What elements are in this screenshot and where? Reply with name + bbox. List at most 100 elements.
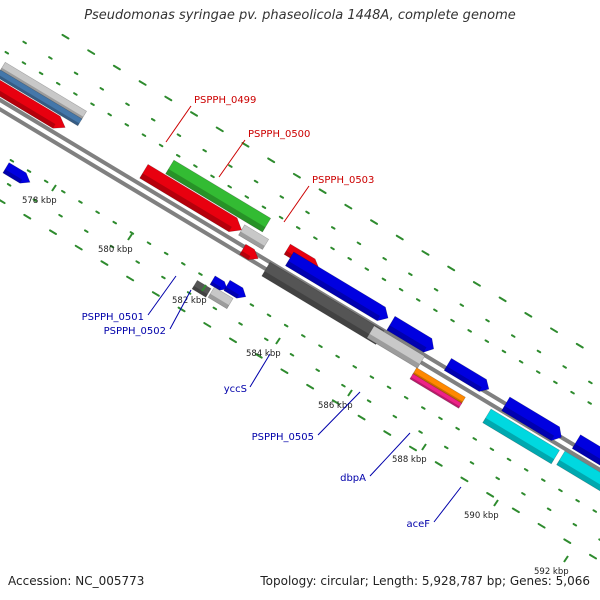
tick-mark xyxy=(434,461,443,467)
tick-mark xyxy=(550,327,559,334)
tick-mark xyxy=(469,461,475,465)
tick-mark xyxy=(331,399,340,405)
gene-feature-blue xyxy=(209,275,228,291)
scale-label: 580 kbp xyxy=(98,245,133,255)
tick-mark xyxy=(535,370,541,374)
tick-mark xyxy=(421,250,430,256)
tick-mark xyxy=(408,272,413,277)
gene-feature-steel_blue xyxy=(0,69,83,127)
tick-mark xyxy=(344,203,353,210)
scale-tick xyxy=(493,499,499,507)
tick-mark xyxy=(38,71,44,76)
gene-label-leader xyxy=(249,353,271,388)
gene-feature-shade xyxy=(409,377,460,409)
tick-mark xyxy=(163,251,169,256)
gene-feature-light_gray xyxy=(207,286,234,310)
tick-mark xyxy=(485,318,490,323)
backbone-line xyxy=(0,97,600,463)
scale-tick xyxy=(51,184,57,192)
tick-mark xyxy=(112,220,118,225)
scale-label: 584 kbp xyxy=(246,349,281,359)
tick-mark xyxy=(546,507,552,512)
tick-mark xyxy=(126,275,135,282)
tick-mark xyxy=(386,385,392,390)
tick-mark xyxy=(318,344,323,348)
tick-mark xyxy=(0,199,6,205)
tick-mark xyxy=(283,323,289,328)
gene-feature-shade xyxy=(165,169,266,232)
tick-mark xyxy=(61,189,66,194)
tick-mark xyxy=(521,492,526,496)
tick-mark xyxy=(409,445,418,452)
gene-feature-shade xyxy=(239,250,251,260)
tick-mark xyxy=(190,111,199,117)
tick-mark xyxy=(280,368,289,375)
genome-summary-text: Topology: circular; Length: 5,928,787 bp… xyxy=(260,574,590,588)
gene-feature-shade xyxy=(285,260,380,321)
tick-mark xyxy=(460,476,469,483)
scale-tick xyxy=(421,443,427,451)
tick-mark xyxy=(341,383,346,388)
tick-mark xyxy=(212,306,218,311)
tick-mark xyxy=(295,226,301,230)
gene-feature-blue xyxy=(443,357,490,392)
tick-mark xyxy=(150,117,156,122)
tick-mark xyxy=(138,80,147,86)
gene-feature-shade xyxy=(210,281,222,291)
scale-tick xyxy=(275,337,281,345)
tick-mark xyxy=(244,195,250,199)
tick-mark xyxy=(313,236,318,240)
tick-mark xyxy=(395,234,404,241)
tick-mark xyxy=(433,287,439,292)
tick-mark xyxy=(73,92,78,96)
tick-mark xyxy=(305,210,310,215)
tick-mark xyxy=(32,198,38,203)
tick-mark xyxy=(330,246,335,251)
backbone-layer xyxy=(0,97,600,473)
map-title: Pseudomonas syringae pv. phaseolicola 14… xyxy=(84,8,516,23)
tick-mark xyxy=(472,437,478,441)
tick-mark xyxy=(83,229,89,233)
tick-mark xyxy=(398,287,404,292)
scale-label: 588 kbp xyxy=(392,455,427,465)
gene-feature-shade xyxy=(0,75,80,126)
gene-feature-shade xyxy=(2,169,23,184)
tick-mark xyxy=(315,368,320,372)
gene-feature-cyan xyxy=(482,408,560,465)
scale-label: 578 kbp xyxy=(22,196,57,206)
tick-mark xyxy=(370,219,379,225)
tick-mark xyxy=(6,183,12,187)
gene-label-leader xyxy=(165,105,192,143)
tick-mark xyxy=(175,153,181,158)
tick-mark xyxy=(112,64,121,71)
gene-label-leader xyxy=(317,391,361,436)
gene-feature-shade xyxy=(223,286,239,299)
gene-feature-blue xyxy=(571,434,600,466)
tick-mark xyxy=(450,318,455,323)
tick-mark xyxy=(73,71,79,76)
gene-feature-shade xyxy=(386,325,427,353)
tick-mark xyxy=(510,334,516,338)
tick-mark xyxy=(48,229,57,235)
tick-mark xyxy=(26,169,32,173)
tick-mark xyxy=(254,352,263,359)
tick-mark xyxy=(21,61,27,65)
gene-feature-shade xyxy=(208,293,230,309)
tick-mark xyxy=(369,375,375,379)
tick-mark xyxy=(459,303,465,307)
tick-mark xyxy=(562,365,567,369)
tick-mark xyxy=(158,143,164,148)
gene-feature-blue xyxy=(501,396,562,441)
scale-tick xyxy=(201,284,207,292)
gene-label: PSPPH_0499 xyxy=(194,95,256,106)
gene-feature-shade xyxy=(556,460,600,491)
tick-mark xyxy=(9,159,15,163)
tick-mark xyxy=(447,265,456,272)
gene-label-leader xyxy=(147,275,177,316)
tick-mark xyxy=(78,200,83,204)
tick-mark xyxy=(587,401,592,405)
gene-label: yccS xyxy=(224,384,247,395)
tick-mark xyxy=(198,272,203,276)
